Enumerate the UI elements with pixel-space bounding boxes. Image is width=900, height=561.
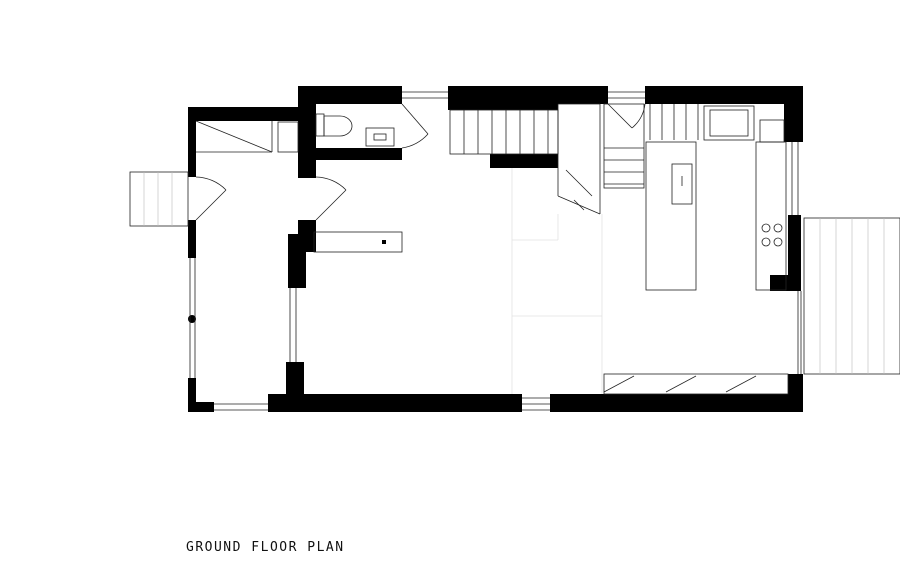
stairs [449, 103, 699, 215]
wc-fixtures [277, 113, 395, 153]
plan-caption: GROUND FLOOR PLAN [186, 540, 345, 555]
deck-left [129, 171, 189, 227]
deck-right [803, 217, 900, 375]
kitchen [603, 105, 789, 395]
zone-lines [511, 168, 603, 394]
doors [195, 103, 646, 221]
exterior-walls [188, 86, 803, 412]
interior-walls [286, 86, 558, 410]
windows [189, 91, 802, 411]
shelf [313, 231, 403, 253]
